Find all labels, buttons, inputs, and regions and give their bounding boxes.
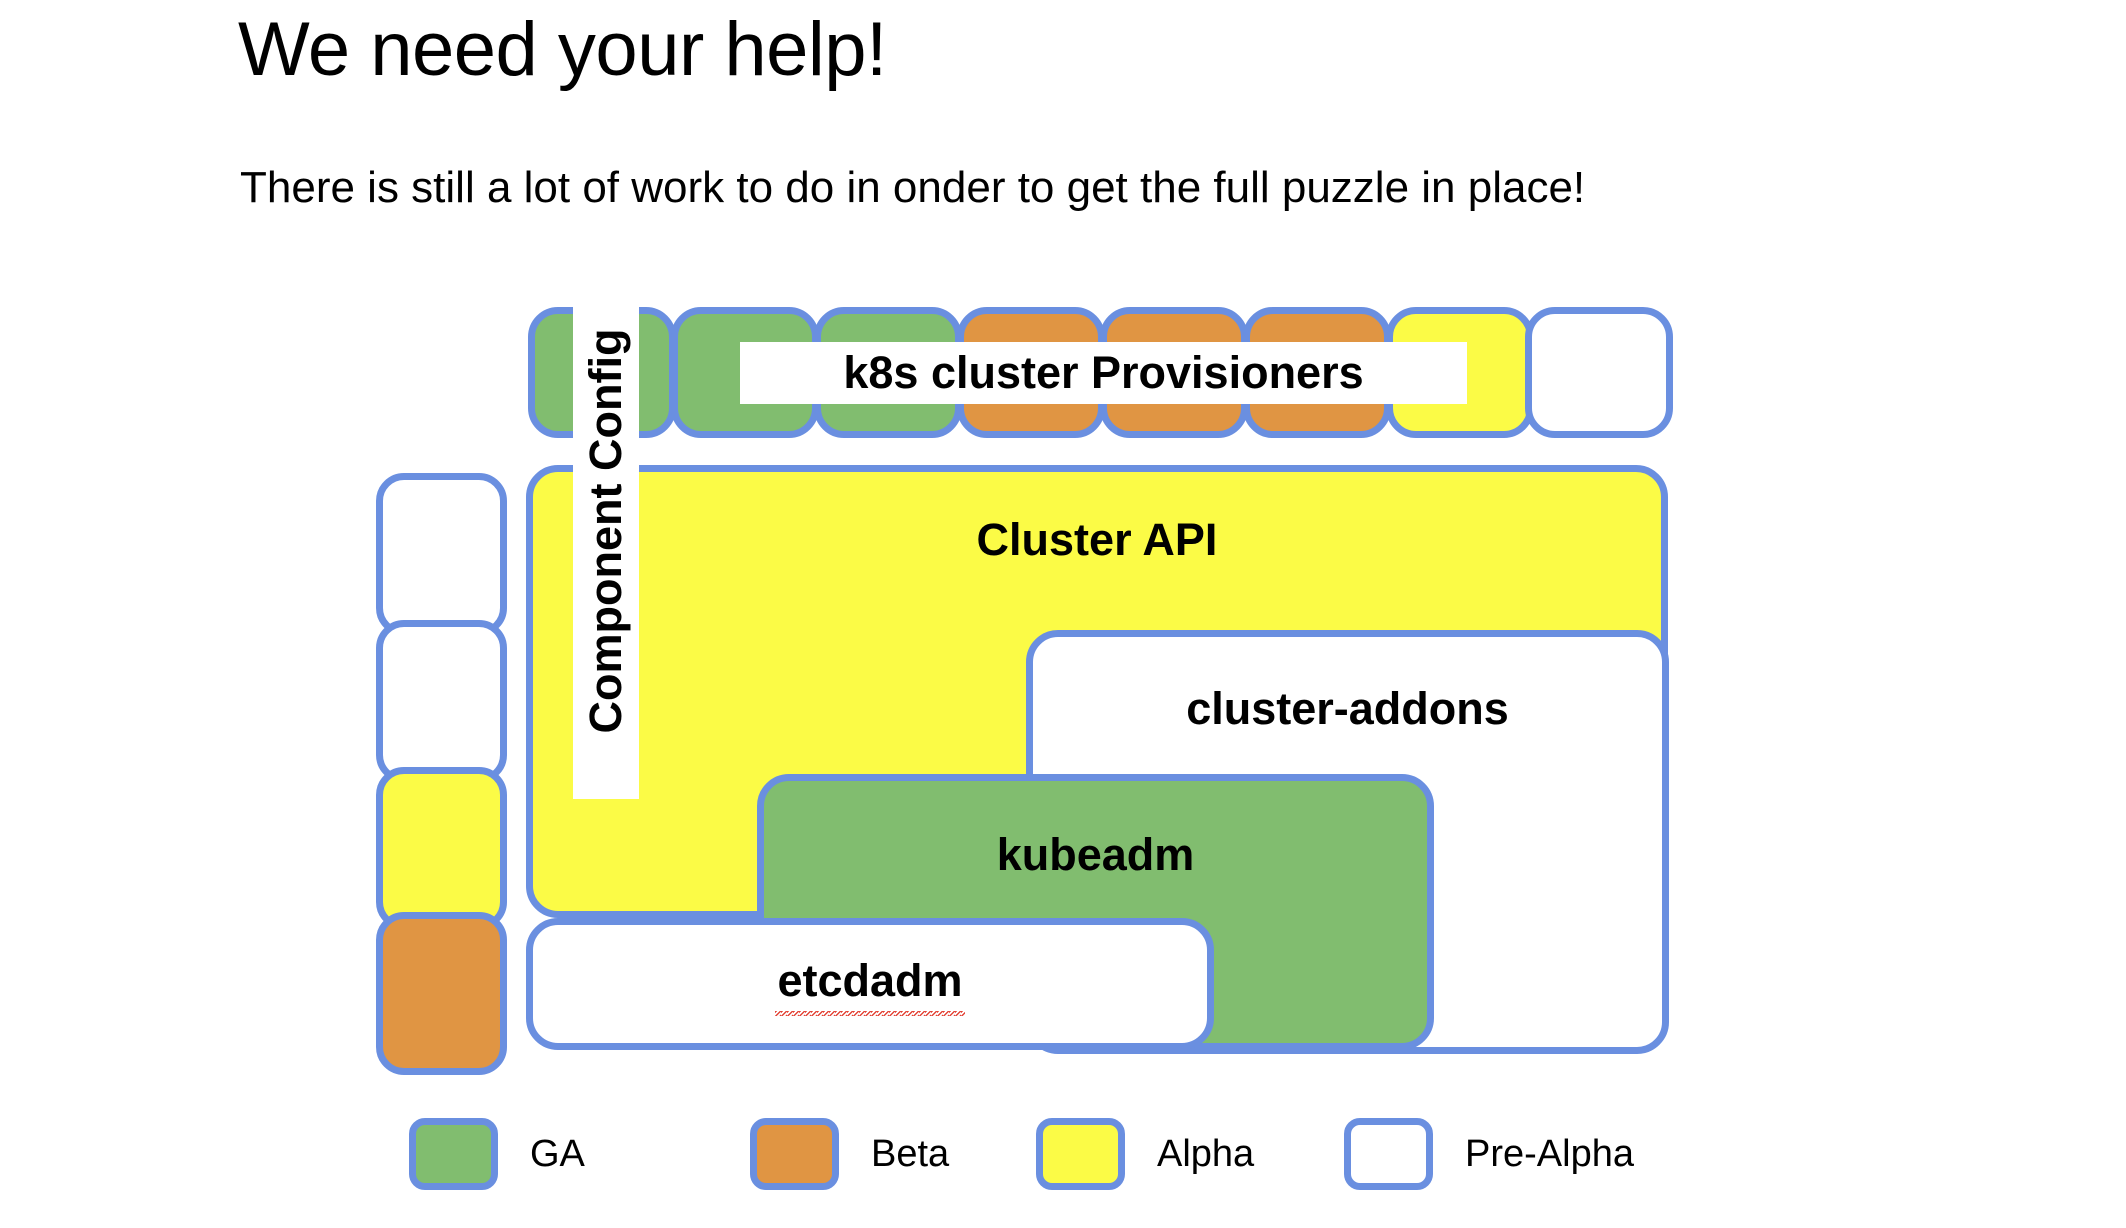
kubeadm-label: kubeadm bbox=[996, 829, 1195, 880]
page-title: We need your help! bbox=[238, 7, 887, 92]
legend-item-alpha: Alpha bbox=[1036, 1118, 1254, 1190]
etcdadm-box: etcdadm bbox=[526, 918, 1214, 1050]
provisioners-label: k8s cluster Provisioners bbox=[740, 342, 1467, 404]
etcdadm-label: etcdadm bbox=[775, 955, 965, 1016]
page-subtitle: There is still a lot of work to do in on… bbox=[240, 163, 1586, 212]
cluster-addons-label: cluster-addons bbox=[1186, 683, 1509, 734]
etcdadm-label-wrap: etcdadm bbox=[533, 955, 1207, 1016]
legend-swatch-beta bbox=[750, 1118, 839, 1190]
legend-swatch-alpha bbox=[1036, 1118, 1125, 1190]
legend-swatch-pre-alpha bbox=[1344, 1118, 1433, 1190]
legend-item-beta: Beta bbox=[750, 1118, 949, 1190]
component-config-box-2 bbox=[376, 620, 507, 783]
component-config-label: Component Config bbox=[573, 263, 639, 799]
cluster-api-label: Cluster API bbox=[976, 514, 1218, 565]
status-legend: GA Beta Alpha Pre-Alpha bbox=[0, 1118, 2126, 1228]
legend-label-ga: GA bbox=[530, 1132, 585, 1175]
legend-label-pre-alpha: Pre-Alpha bbox=[1465, 1132, 1634, 1175]
legend-item-pre-alpha: Pre-Alpha bbox=[1344, 1118, 1634, 1190]
legend-label-alpha: Alpha bbox=[1157, 1132, 1255, 1175]
provisioner-box-8 bbox=[1525, 307, 1673, 438]
legend-label-beta: Beta bbox=[871, 1132, 950, 1175]
component-config-box-3 bbox=[376, 767, 507, 930]
legend-item-ga: GA bbox=[409, 1118, 585, 1190]
component-config-box-4 bbox=[376, 912, 507, 1075]
component-config-box-1 bbox=[376, 473, 507, 636]
legend-swatch-ga bbox=[409, 1118, 498, 1190]
